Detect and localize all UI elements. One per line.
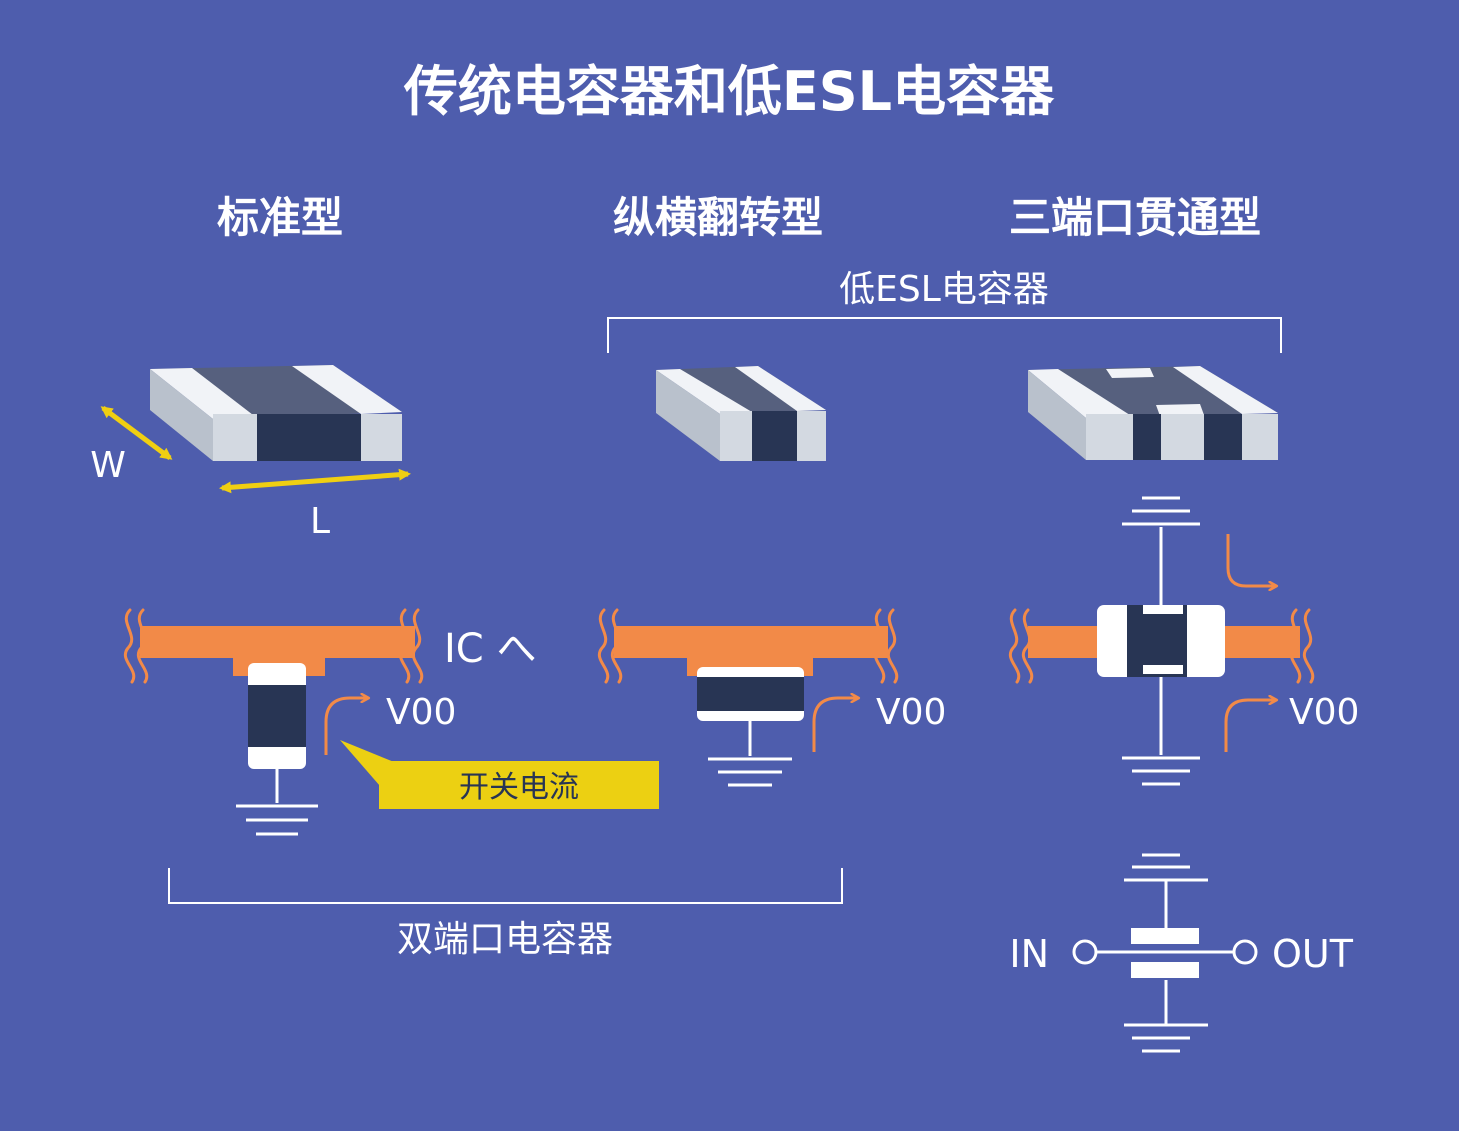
vdd-arrow-three-terminal (1224, 700, 1276, 752)
current-arrow-three-terminal-top (1226, 534, 1276, 586)
terminal-in (1072, 939, 1098, 965)
dimension-label-l: L (310, 501, 330, 542)
ground-symbol-three-terminal-bottom (1122, 677, 1200, 786)
label-in: IN (1009, 932, 1049, 976)
group-label-two-terminal: 双端口电容器 (397, 919, 613, 960)
ground-symbol-three-terminal-top (1122, 496, 1200, 607)
equivalent-plate-top (1131, 928, 1199, 944)
column-title-standard: 标准型 (217, 193, 343, 242)
capacitor-reverse (697, 667, 804, 721)
capacitor-standard (248, 663, 306, 769)
vdd-arrow-standard (324, 698, 368, 755)
equivalent-circuit-symbol (1096, 853, 1234, 1053)
group-label-low-esl: 低ESL电容器 (839, 269, 1049, 310)
label-vdd-three-terminal: V00 (1289, 692, 1359, 733)
label-vdd-standard: V00 (386, 692, 456, 733)
column-title-reverse: 纵横翻转型 (613, 193, 823, 242)
ground-symbol-reverse (708, 721, 792, 787)
ground-symbol-standard (236, 769, 318, 836)
wave-marks-three-terminal (1009, 608, 1315, 684)
terminal-out (1232, 939, 1258, 965)
label-out: OUT (1272, 932, 1354, 976)
dimension-arrow-l (219, 468, 411, 494)
label-vdd-reverse: V00 (876, 692, 946, 733)
page-title: 传统电容器和低ESL电容器 (403, 60, 1055, 123)
callout-switching-current (340, 740, 659, 809)
callout-switching-current-text: 开关电流 (459, 770, 579, 805)
dimension-arrow-w (100, 405, 173, 461)
vdd-arrow-reverse (812, 698, 858, 752)
column-title-three-terminal: 三端口贯通型 (1009, 193, 1261, 242)
dimension-label-w: W (90, 445, 126, 486)
chip-standard (150, 365, 402, 461)
chip-reverse (656, 366, 826, 461)
chip-three-terminal (1028, 366, 1278, 460)
capacitor-three-terminal (1097, 605, 1225, 677)
bracket-two-terminal (168, 868, 843, 904)
wave-marks-reverse (598, 608, 899, 684)
equivalent-plate-bottom (1131, 962, 1199, 978)
wave-marks-standard (124, 608, 424, 684)
label-to-ic: IC へ (444, 626, 536, 672)
bracket-low-esl (607, 317, 1282, 353)
